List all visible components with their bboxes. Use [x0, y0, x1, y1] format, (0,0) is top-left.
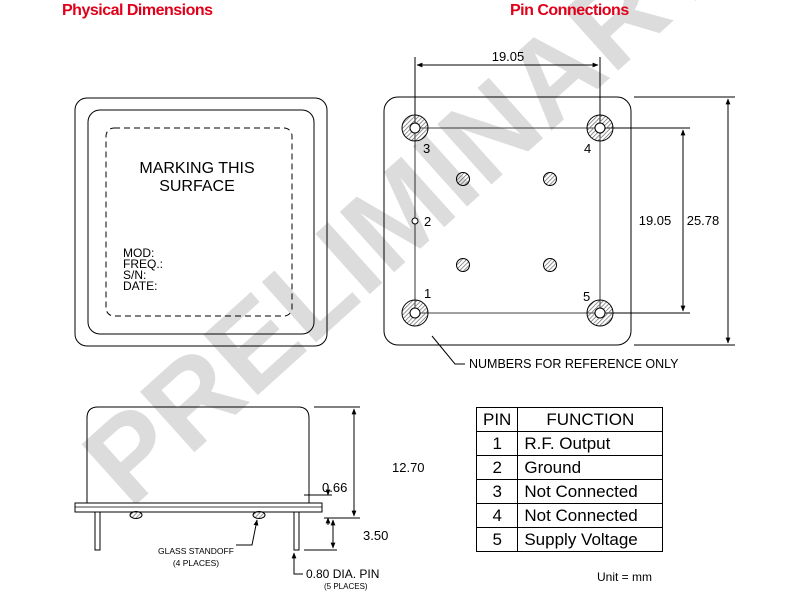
standoff-label: GLASS STANDOFF [158, 546, 234, 556]
side-view-pin-left [94, 511, 101, 551]
side-view-body [86, 406, 310, 503]
side-view-base [74, 502, 323, 513]
pin-number-cell: 4 [475, 503, 519, 528]
standoff-note: (4 PLACES) [173, 558, 219, 568]
pin-dia-note: (5 PLACES) [324, 582, 368, 591]
dim-body-gap: 0.66 [322, 480, 347, 495]
pin-3-mark [401, 114, 429, 142]
pin-1-mark [401, 299, 429, 327]
marking-text-line1: MARKING THIS [139, 160, 254, 177]
mod-label: MOD: [123, 246, 154, 260]
top-view-outer [74, 97, 328, 347]
standoff-mark [543, 258, 557, 272]
side-view-pin-right [293, 511, 300, 551]
dim-pin-spacing-top: 19.05 [492, 49, 525, 64]
table-row: 2 Ground [475, 455, 664, 480]
marking-text-line2: SURFACE [159, 178, 235, 195]
top-view-inner [87, 109, 315, 335]
pin-function-cell: Ground [517, 455, 664, 480]
top-view [74, 97, 328, 347]
pin-leader [291, 552, 303, 575]
glass-standoff-left [129, 511, 143, 519]
pin-1-label: 1 [424, 286, 431, 301]
side-view [74, 406, 360, 575]
pin-function-table: PIN FUNCTION 1 R.F. Output 2 Ground 3 No… [475, 407, 664, 552]
pin-2-label: 2 [424, 214, 431, 229]
pin-5-mark [586, 299, 614, 327]
pin-view [383, 57, 735, 365]
pin-number-cell: 1 [475, 431, 519, 456]
standoff-leader [236, 519, 259, 546]
pin-view-outline [383, 96, 632, 346]
date-label: DATE: [123, 279, 157, 293]
pin-number-cell: 5 [475, 527, 519, 552]
standoff-mark [456, 258, 470, 272]
marking-area [105, 127, 293, 317]
dim-pin-spacing-right: 19.05 [639, 213, 672, 228]
reference-leader [431, 335, 465, 365]
pin-function-cell: R.F. Output [517, 431, 664, 456]
pin-function-cell: Not Connected [517, 503, 664, 528]
pin-2-mark [411, 217, 419, 225]
pin-number-cell: 3 [475, 479, 519, 504]
dim-pin-length: 3.50 [363, 528, 388, 543]
freq-label: FREQ.: [123, 257, 163, 271]
table-row: 1 R.F. Output [475, 431, 664, 456]
dim-outline-right: 25.78 [687, 213, 720, 228]
physical-dimensions-heading: Physical Dimensions [62, 2, 213, 19]
table-row: 3 Not Connected [475, 479, 664, 504]
pin-connections-heading: Pin Connections [510, 2, 629, 19]
pin-4-mark [586, 114, 614, 142]
pin-function-cell: Not Connected [517, 479, 664, 504]
table-header-row: PIN FUNCTION [475, 407, 664, 432]
pin-dia-label: 0.80 DIA. PIN [306, 567, 379, 581]
sn-label: S/N: [123, 268, 146, 282]
function-column-header: FUNCTION [517, 407, 664, 432]
pin-3-label: 3 [423, 141, 430, 156]
standoff-mark [456, 172, 470, 186]
unit-note: Unit = mm [597, 570, 653, 584]
pin-5-label: 5 [583, 289, 590, 304]
pin-function-cell: Supply Voltage [517, 527, 664, 552]
pin-column-header: PIN [475, 407, 519, 432]
reference-note: NUMBERS FOR REFERENCE ONLY [469, 357, 679, 371]
pin-4-label: 4 [584, 141, 591, 156]
dim-total-height: 12.70 [392, 460, 425, 475]
pin-number-cell: 2 [475, 455, 519, 480]
glass-standoff-right [252, 511, 266, 519]
table-row: 4 Not Connected [475, 503, 664, 528]
table-row: 5 Supply Voltage [475, 527, 664, 552]
standoff-mark [543, 172, 557, 186]
